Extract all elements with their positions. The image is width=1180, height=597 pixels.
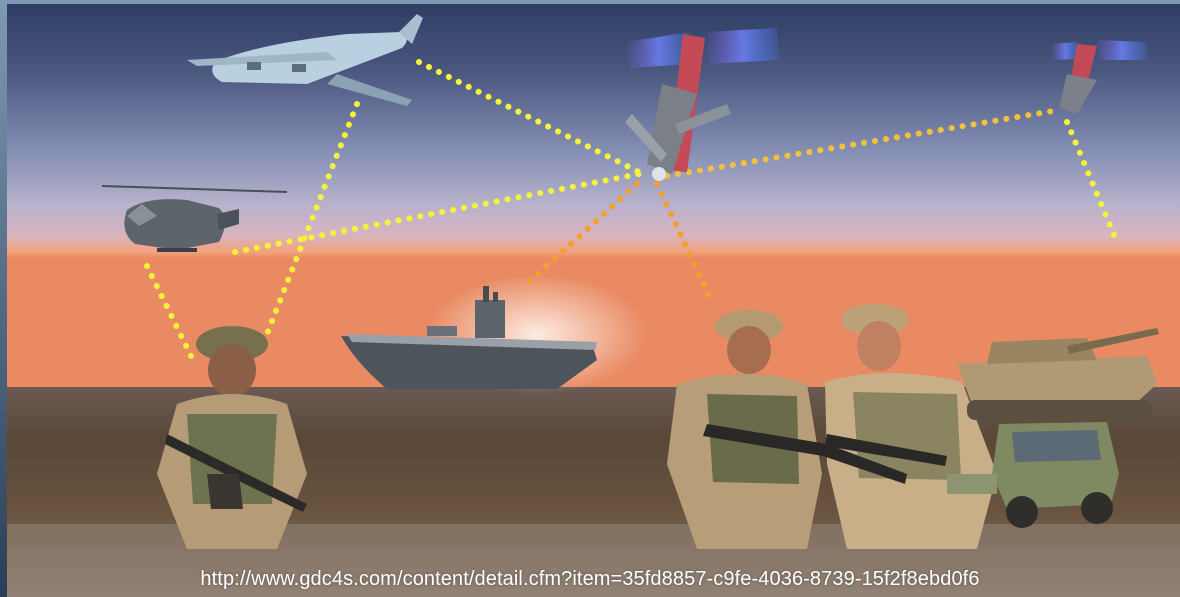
military-network-illustration — [7, 4, 1180, 597]
aircraft-carrier — [341, 286, 597, 389]
network-links — [144, 59, 1120, 367]
image-caption-url: http://www.gdc4s.com/content/detail.cfm?… — [200, 568, 980, 590]
satellite-small — [1052, 40, 1147, 114]
link-satellites — [664, 107, 1062, 179]
satellite-main — [625, 28, 779, 181]
link-plane-soldier — [264, 101, 360, 337]
soldier-pair — [667, 304, 997, 549]
helicopter — [101, 185, 288, 252]
link-satellite-carrier — [524, 181, 640, 287]
link-helicopter-soldier — [144, 263, 198, 367]
link-satellite-soldiers — [654, 181, 716, 307]
scene-svg — [7, 4, 1180, 597]
soldier-left — [157, 326, 307, 549]
cargo-plane — [187, 14, 423, 106]
humvee — [947, 422, 1119, 528]
link-small-satellite-tank — [1064, 119, 1120, 245]
link-helicopter-satellite — [232, 171, 642, 255]
tank — [957, 328, 1159, 420]
link-plane-satellite — [416, 59, 642, 175]
